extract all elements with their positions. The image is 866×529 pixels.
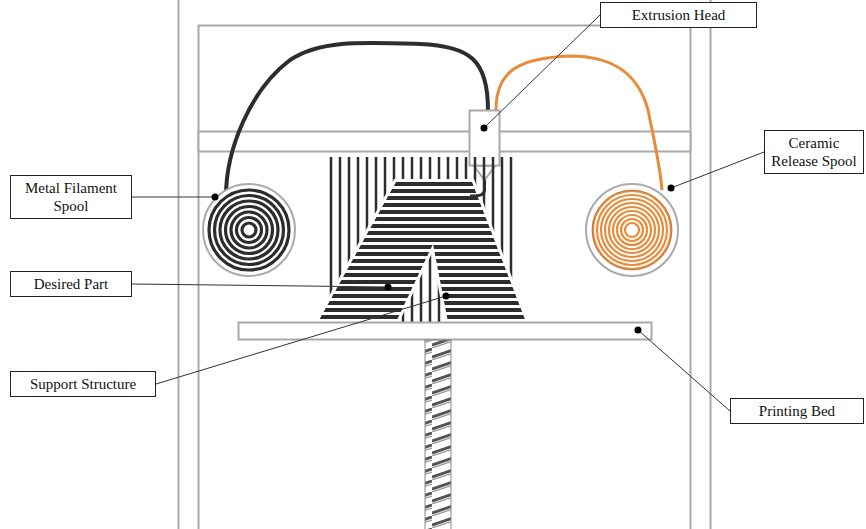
coil-winding: [231, 212, 267, 248]
coil-winding: [613, 211, 651, 249]
leader-line: [132, 284, 388, 287]
metal-coil: [209, 190, 289, 270]
leader-dot: [635, 327, 642, 334]
coil-winding: [601, 199, 663, 261]
leader-line: [156, 296, 446, 384]
coil-winding: [237, 218, 262, 243]
metal-spool-housing: [203, 184, 295, 276]
coil-winding: [621, 219, 643, 241]
leader-dot: [668, 185, 675, 192]
callout-box: Printing Bed: [730, 398, 864, 424]
ceramic-filament: [496, 56, 662, 190]
coil-winding: [220, 201, 278, 259]
outer-frame: [179, 0, 711, 529]
coil-winding: [215, 196, 284, 265]
callout-label: Printing Bed: [737, 402, 857, 420]
printing-bed: [239, 323, 652, 340]
gantry-rail: [199, 132, 691, 152]
coil-winding: [226, 207, 273, 254]
ceramic-spool-housing: [586, 184, 678, 276]
callout-label: Support Structure: [17, 375, 149, 393]
coil-winding: [242, 223, 256, 237]
callout-label: Metal Filament Spool: [17, 179, 125, 215]
coil-winding: [617, 215, 647, 245]
callout-box: Desired Part: [10, 271, 132, 297]
leader-line: [484, 15, 600, 128]
callout-label: Desired Part: [17, 275, 125, 293]
callout-box: Extrusion Head: [600, 2, 757, 28]
ceramic-coil: [592, 190, 672, 270]
callout-label: Extrusion Head: [607, 6, 750, 24]
coil-winding: [609, 207, 655, 253]
leader-dot: [385, 284, 392, 291]
leader-dot: [443, 293, 450, 300]
inner-frame: [199, 26, 691, 529]
lead-screw: [425, 340, 451, 529]
coil-winding: [209, 190, 289, 270]
leader-line: [638, 330, 730, 411]
coil-winding: [597, 195, 667, 265]
leader-line: [671, 152, 764, 188]
coil-edge: [592, 190, 672, 270]
callout-label: Ceramic Release Spool: [771, 134, 857, 170]
callout-box: Support Structure: [10, 371, 156, 397]
leader-dot: [212, 194, 219, 201]
leader-line: [132, 197, 215, 198]
callout-box: Ceramic Release Spool: [764, 130, 864, 174]
coil-winding: [605, 203, 659, 257]
coil-winding: [593, 191, 671, 269]
coil-winding: [625, 223, 639, 237]
callout-box: Metal Filament Spool: [10, 175, 132, 219]
leader-dot: [481, 125, 488, 132]
